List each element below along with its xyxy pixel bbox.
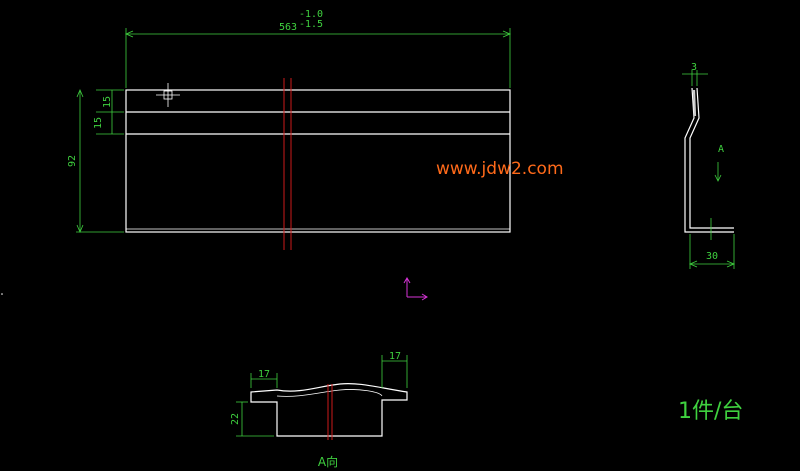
- profile-outer: [684, 87, 734, 233]
- front-centerline: [283, 78, 292, 250]
- side-view: [684, 87, 734, 233]
- section-profile: [250, 383, 408, 437]
- section-centerline: [327, 384, 333, 440]
- side-dimensions: [682, 70, 736, 269]
- front-dimensions: [76, 28, 512, 234]
- thickness-dim: 3: [691, 62, 697, 73]
- section-view: [250, 383, 408, 437]
- crosshair-icon: [156, 83, 180, 107]
- front-view: [125, 89, 511, 233]
- profile-inner: [689, 87, 734, 229]
- watermark-text: www.jdw2.com: [436, 159, 564, 179]
- view-arrow-label: A: [718, 144, 724, 155]
- section-dimensions: [236, 355, 408, 437]
- ucs-icon: [403, 277, 428, 301]
- flange-width-dim: 30: [706, 251, 718, 262]
- height-dim: 92: [67, 155, 78, 167]
- stray-point: [1, 293, 3, 295]
- left-step-dim: 17: [258, 369, 270, 380]
- width-tolerance-lower: -1.5: [299, 19, 323, 30]
- depth-dim: 22: [230, 413, 241, 425]
- width-tolerance-upper: -1.0: [299, 9, 323, 20]
- top-band-dim: 15: [102, 96, 113, 108]
- overall-width-dim: 563: [279, 22, 297, 33]
- plate-outline: [125, 89, 511, 233]
- quantity-note: 1件/台: [678, 399, 743, 424]
- right-step-dim: 17: [389, 351, 401, 362]
- second-band-dim: 15: [93, 117, 104, 129]
- section-title: A向: [318, 454, 338, 469]
- side-highlight: [692, 89, 697, 117]
